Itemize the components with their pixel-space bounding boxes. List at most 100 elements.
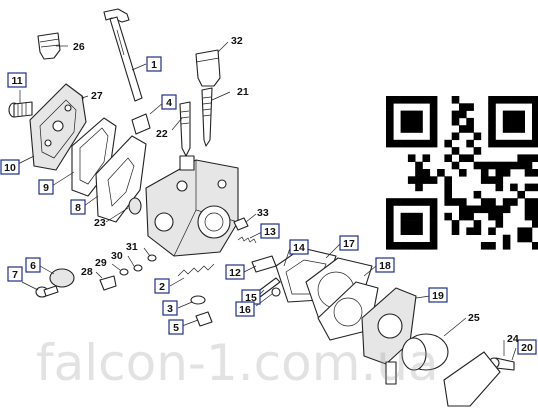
qr-module: [386, 110, 394, 119]
qr-module: [415, 183, 423, 192]
qr-module: [488, 242, 496, 250]
qr-module: [451, 96, 460, 104]
qr-module: [480, 198, 489, 206]
screw-part-7: [35, 285, 59, 298]
callout-19: 19: [432, 290, 444, 302]
qr-module: [407, 198, 416, 206]
qr-module: [429, 139, 438, 148]
callout-box-1: [146, 56, 162, 72]
qr-module: [495, 183, 504, 192]
qr-module: [415, 242, 423, 250]
part-drawings: [8, 8, 515, 407]
qr-module: [495, 161, 504, 170]
qr-module: [532, 132, 538, 141]
qr-module: [459, 212, 467, 221]
qr-module: [459, 154, 467, 162]
callout-22: 22: [156, 128, 168, 140]
qr-module: [502, 234, 511, 243]
callout-box-14: [289, 239, 309, 255]
qr-module: [386, 132, 394, 141]
callout-11: 11: [11, 75, 22, 87]
callout-1: 1: [151, 59, 157, 71]
qr-module: [532, 205, 538, 214]
qr-module: [524, 139, 533, 148]
qr-module: [517, 125, 525, 133]
qr-module: [415, 161, 423, 170]
qr-module: [466, 125, 474, 133]
qr-module: [532, 220, 538, 228]
qr-module: [422, 198, 431, 206]
part-3: [190, 295, 206, 305]
screw-part-11: [8, 101, 33, 118]
callout-31: 31: [126, 241, 138, 253]
qr-module: [422, 242, 431, 250]
qr-module: [466, 227, 474, 235]
callout-32: 32: [231, 35, 243, 47]
callout-18: 18: [379, 260, 391, 272]
qr-module: [524, 205, 533, 214]
qr-module: [510, 198, 518, 206]
qr-module: [480, 176, 489, 184]
qr-module: [473, 147, 482, 155]
qr-module: [451, 147, 460, 155]
qr-module: [532, 110, 538, 119]
qr-module: [495, 176, 504, 184]
qr-module: [517, 96, 525, 104]
qr-module: [386, 227, 394, 235]
qr-module: [524, 154, 533, 162]
qr-module: [488, 205, 496, 214]
qr-module: [532, 154, 538, 162]
qr-module: [429, 212, 438, 221]
qr-module: [524, 198, 533, 206]
qr-module: [473, 132, 482, 141]
qr-module: [407, 96, 416, 104]
spring-part-2: [177, 263, 215, 277]
qr-module: [488, 212, 496, 221]
qr-module: [415, 169, 423, 177]
callout-box-17: [339, 235, 359, 251]
qr-module: [429, 176, 438, 184]
qr-module: [429, 234, 438, 243]
qr-module: [459, 169, 467, 177]
qr-module: [488, 103, 496, 111]
qr-module: [488, 227, 496, 235]
callout-20: 20: [521, 342, 533, 354]
screw-part-16: [271, 287, 281, 297]
qr-module: [400, 110, 409, 119]
qr-module: [444, 154, 452, 162]
qr-module: [407, 125, 416, 133]
qr-module: [386, 220, 394, 228]
qr-module: [407, 117, 416, 126]
qr-module: [495, 169, 504, 177]
qr-module: [532, 103, 538, 111]
qr-module: [400, 242, 409, 250]
qr-module: [400, 117, 409, 126]
callout-5: 5: [173, 322, 179, 334]
qr-module: [407, 220, 416, 228]
qr-module: [495, 205, 504, 214]
callout-box-4: [161, 94, 177, 110]
qr-module: [459, 103, 467, 111]
qr-module: [510, 110, 518, 119]
qr-module: [524, 161, 533, 170]
callout-16: 16: [239, 304, 251, 316]
qr-module: [400, 96, 409, 104]
qr-module: [466, 154, 474, 162]
callout-box-9: [38, 179, 54, 195]
qr-module: [429, 242, 438, 250]
qr-module: [422, 154, 431, 162]
qr-module: [532, 125, 538, 133]
callout-29: 29: [95, 257, 107, 269]
callout-9: 9: [43, 182, 49, 194]
callout-box-10: [0, 159, 20, 175]
qr-module: [502, 242, 511, 250]
qr-module: [407, 212, 416, 221]
qr-module: [451, 227, 460, 235]
qr-module: [480, 161, 489, 170]
qr-module: [451, 220, 460, 228]
qr-module: [415, 198, 423, 206]
callout-6: 6: [30, 260, 36, 272]
diaphragm-part-8: [95, 135, 147, 223]
callout-21: 21: [237, 86, 249, 98]
